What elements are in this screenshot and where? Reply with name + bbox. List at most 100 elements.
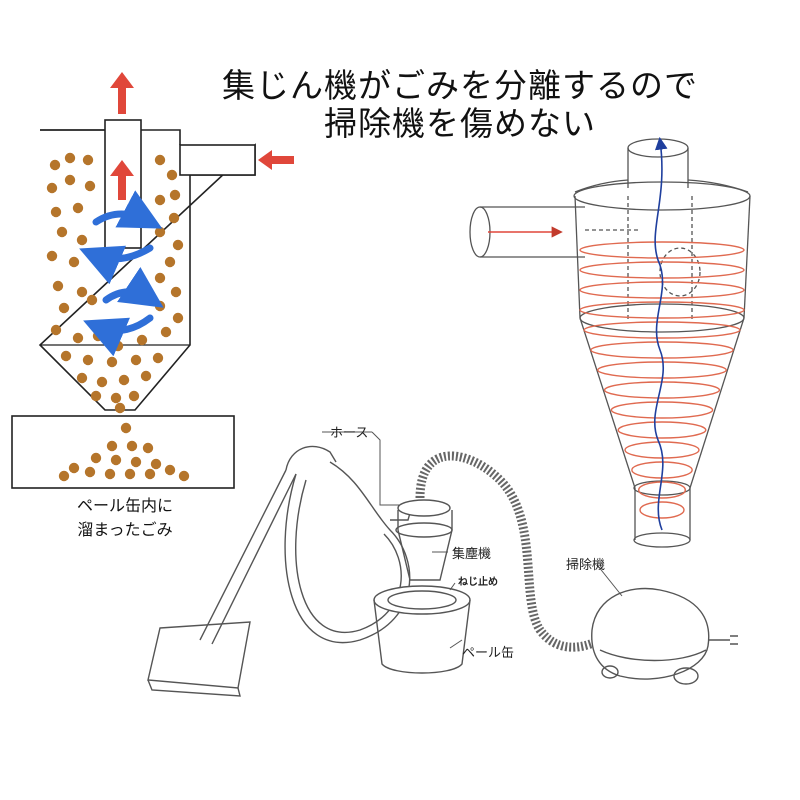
dust-particle [160, 326, 172, 338]
dust-particle [164, 256, 176, 268]
dust-particle [82, 154, 94, 166]
dust-particle [90, 390, 102, 402]
corrugated-hose [415, 451, 603, 652]
pail-caption-line-2: 溜まったごみ [77, 520, 173, 539]
dust-particle [106, 440, 118, 452]
dust-particle [46, 250, 58, 262]
title-line-1: 集じん機がごみを分離するので [222, 66, 698, 105]
dust-particle [130, 456, 142, 468]
dust-particle [76, 372, 88, 384]
dust-particle [72, 202, 84, 214]
dust-particle [56, 226, 68, 238]
dust-particle [152, 352, 164, 364]
dust-particle [90, 452, 102, 464]
spiral-ring [583, 321, 741, 339]
dust-particle [96, 376, 108, 388]
label-hose: ホース [330, 426, 369, 441]
title-line-2: 掃除機を傷めない [324, 104, 596, 143]
swirl-arrow [83, 314, 154, 357]
dust-particle [86, 294, 98, 306]
spiral-ring [610, 401, 714, 419]
label-dust-collector: 集塵機 [452, 547, 492, 562]
cyclone-3d [469, 138, 751, 548]
spiral-ring [617, 421, 707, 439]
spiral-ring [579, 301, 745, 319]
collector-top [397, 499, 451, 517]
dust-particle [50, 206, 62, 218]
dust-particle [166, 169, 178, 181]
floor-nozzle [147, 621, 251, 689]
cyclone-core-flow [653, 136, 668, 531]
swirl-arrow [102, 267, 164, 308]
dust-particle [60, 350, 72, 362]
dust-particle [76, 234, 88, 246]
dust-particle [150, 458, 162, 470]
exhaust-arrow-inner [110, 160, 134, 200]
dust-particle [84, 180, 96, 192]
dust-particle [154, 154, 166, 166]
spiral-ring [639, 501, 685, 519]
dust-particle [170, 286, 182, 298]
dust-particle [124, 468, 136, 480]
dust-particle [154, 194, 166, 206]
dust-particle [136, 334, 148, 346]
dust-particle [118, 374, 130, 386]
dust-particle [140, 370, 152, 382]
dust-particle [58, 302, 70, 314]
vacuum-setup [147, 445, 738, 697]
dust-particle [168, 212, 180, 224]
dust-particle [49, 159, 61, 171]
label-screw-lock: ねじ止め [458, 577, 498, 588]
dust-particle [68, 462, 80, 474]
dust-particle [106, 356, 118, 368]
dust-particle [72, 332, 84, 344]
dust-particle [52, 280, 64, 292]
dust-particle [128, 390, 140, 402]
label-vacuum-cleaner: 掃除機 [566, 558, 606, 573]
dust-particle [82, 354, 94, 366]
exhaust-arrow-top [110, 72, 134, 114]
inlet-pipe [179, 144, 256, 176]
dust-particle [84, 466, 96, 478]
dust-particle [64, 174, 76, 186]
dust-particle [64, 152, 76, 164]
dust-particle [154, 272, 166, 284]
dust-particle [169, 189, 181, 201]
dust-particle [46, 182, 58, 194]
dust-particle [50, 324, 62, 336]
spiral-ring [637, 481, 687, 499]
pail-can-body [373, 599, 471, 674]
dust-particle [154, 300, 166, 312]
dust-particle [144, 468, 156, 480]
dust-particle [178, 470, 190, 482]
dust-particle [76, 286, 88, 298]
pail-caption-line-1: ペール缶内に [76, 496, 173, 515]
dust-particles [46, 152, 190, 482]
spiral-ring [579, 241, 745, 259]
dust-particle [142, 442, 154, 454]
dust-particle [112, 340, 124, 352]
dust-particle [58, 470, 70, 482]
airflow-arrows [110, 72, 294, 200]
separator-cross-section [11, 72, 294, 489]
swirl-arrows [79, 190, 164, 357]
dust-particle [110, 392, 122, 404]
dust-particle [110, 454, 122, 466]
leader-lines [322, 431, 623, 649]
dust-particle [164, 464, 176, 476]
dust-particle [154, 226, 166, 238]
label-pail-can: ペール缶 [462, 646, 515, 661]
dust-particle [126, 440, 138, 452]
inlet-arrow [258, 150, 294, 170]
dust-particle [114, 402, 126, 414]
dust-particle [68, 256, 80, 268]
dust-particle [172, 312, 184, 324]
pail-caption: ペール缶内に 溜まったごみ [40, 494, 210, 542]
swirl-arrow [92, 190, 163, 229]
dust-particle [92, 330, 104, 342]
swirl-arrow [79, 244, 154, 285]
dust-particle [104, 468, 116, 480]
dust-particle [120, 422, 132, 434]
dust-particle [130, 354, 142, 366]
